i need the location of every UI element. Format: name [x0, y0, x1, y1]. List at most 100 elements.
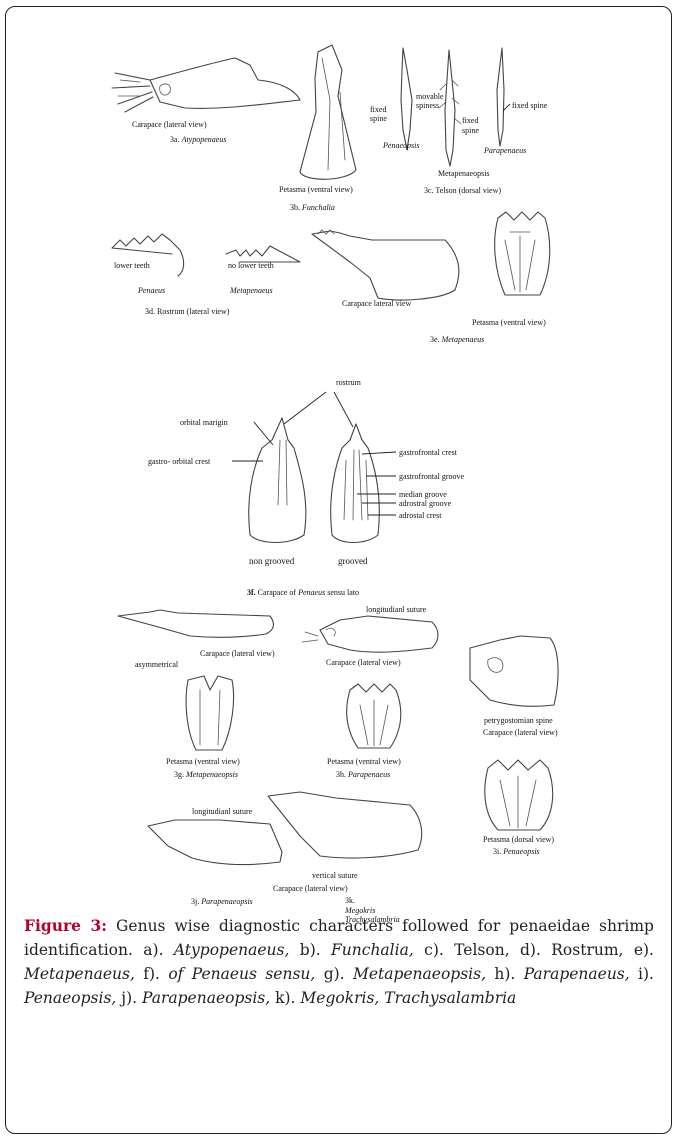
- label-3g-carapace: Carapace (lateral view): [200, 649, 275, 658]
- label-3h-suture: longitudianl suture: [366, 605, 427, 614]
- label-3f-caption-num: 3f.: [247, 588, 256, 597]
- label-3c-fixed2-b: spine: [462, 126, 479, 135]
- label-3j-genus: Parapenaeopsis: [200, 897, 253, 906]
- label-3h-num: 3h.: [336, 770, 346, 779]
- label-3b-genus: Funchalia: [301, 203, 335, 212]
- carapace-drawing-3i: [470, 636, 558, 706]
- label-3jk-vertical: vertical suture: [312, 871, 358, 880]
- figure-caption: Figure 3: Genus wise diagnostic characte…: [24, 914, 654, 1010]
- label-3d-no-lower: no lower teeth: [228, 261, 274, 270]
- label-3h: 3h.Parapenaeus: [336, 770, 390, 779]
- label-3f-caption: 3f. Carapace of Penaeus sensu lato: [247, 588, 359, 597]
- label-3d-genus-1: Penaeus: [137, 286, 165, 295]
- label-3d-lower: lower teeth: [114, 261, 150, 270]
- label-3g-genus: Metapenaeopsis: [185, 770, 238, 779]
- label-3c-fixed3: fixed spine: [512, 101, 548, 110]
- label-3f-median: median groove: [399, 490, 447, 499]
- label-3c-genus-2: Metapenaeopsis: [438, 169, 490, 178]
- label-3b: 3b.Funchalia: [290, 203, 335, 212]
- caption-genus-g: Metapenaeopsis,: [353, 965, 486, 983]
- label-3f-adrostral-groove: adrostral groove: [399, 499, 452, 508]
- label-3f-gf-crest: gastrofrontal crest: [399, 448, 458, 457]
- label-3a: 3a.Atypopenaeus: [170, 135, 226, 144]
- label-3f-grooved: grooved: [338, 556, 368, 566]
- caption-text-c: c). Telson, d). Rostrum, e).: [414, 941, 654, 959]
- caption-genus-i: Penaeopsis,: [24, 989, 116, 1007]
- label-3c-fixed2-a: fixed: [462, 116, 478, 125]
- label-3g-num: 3g.: [174, 770, 184, 779]
- label-3b-num: 3b.: [290, 203, 300, 212]
- label-3e-petasma: Petasma (ventral view): [472, 318, 546, 327]
- label-3h-carapace: Carapace (lateral view): [326, 658, 401, 667]
- label-3c-fixed-a: fixed: [370, 105, 386, 114]
- carapace-drawing-3a: [112, 58, 300, 112]
- label-3f-rostrum: rostrum: [336, 378, 362, 387]
- label-3e: 3e.Metapenaeus: [430, 335, 484, 344]
- caption-genus-e: Metapenaeus,: [24, 965, 135, 983]
- caption-text-i: i).: [630, 965, 654, 983]
- label-3a-view: Carapace (lateral view): [132, 120, 207, 129]
- label-3jk-carapace: Carapace (lateral view): [273, 884, 348, 893]
- carapace-drawing-3e: [312, 230, 459, 300]
- label-3e-num: 3e.: [430, 335, 440, 344]
- panel-3b: Petasma (ventral view) 3b.Funchalia: [279, 45, 356, 212]
- carapace-drawing-3g: [118, 610, 273, 637]
- label-3i-carapace: Carapace (lateral view): [483, 728, 558, 737]
- label-3d-genus-2: Metapenaeus: [229, 286, 273, 295]
- label-3h-petasma: Petasma (ventral view): [327, 757, 401, 766]
- petasma-drawing-3e: [495, 212, 550, 295]
- carapace-drawing-3j: [148, 820, 282, 865]
- panel-3c: fixed spine movable spiness fixed spine …: [370, 48, 548, 195]
- caption-text-h: h).: [486, 965, 524, 983]
- caption-genus-a: Atypopenaeus,: [174, 941, 290, 959]
- label-3f-adrostal-crest: adrostal crest: [399, 511, 442, 520]
- caption-genus-k: Megokris, Trachysalambria: [300, 989, 516, 1007]
- label-3e-genus: Metapenaeus: [441, 335, 485, 344]
- panel-3i: petrygostomian spine Carapace (lateral v…: [470, 636, 558, 856]
- label-3i-petasma: Petasma (dorsal view): [483, 835, 554, 844]
- label-3j: 3j.Parapenaeopsis: [191, 897, 253, 906]
- label-3f-caption-text-b: sensu lato: [325, 588, 359, 597]
- label-3j-num: 3j.: [191, 897, 199, 906]
- label-3c-movable-b: spiness: [416, 101, 439, 110]
- carapace-drawing-3f-grooved: [331, 424, 380, 543]
- label-3i-spine: petrygostomian spine: [484, 716, 553, 725]
- petasma-drawing-3g: [186, 676, 233, 750]
- caption-genus-b: Funchalia,: [331, 941, 414, 959]
- label-3f-gastro-orbital: gastro- orbital crest: [148, 457, 211, 466]
- label-3i: 3i.Penaeopsis: [493, 847, 540, 856]
- panel-3a: Carapace (lateral view) 3a.Atypopenaeus: [112, 58, 300, 144]
- panel-3g: Carapace (lateral view) asymmetrical Pet…: [118, 610, 275, 779]
- label-3k-num: 3k.: [345, 896, 355, 905]
- label-3h-genus: Parapenaeus: [347, 770, 390, 779]
- carapace-drawing-3f-non-grooved: [249, 418, 306, 543]
- caption-genus-j: Parapenaeopsis,: [142, 989, 270, 1007]
- caption-text-g: g).: [315, 965, 353, 983]
- label-3f-orbital: orbital marigin: [180, 418, 228, 427]
- label-3g-asym: asymmetrical: [135, 660, 179, 669]
- caption-text-k: k).: [270, 989, 300, 1007]
- label-3f-caption-genus: Penaeus: [297, 588, 325, 597]
- label-3i-num: 3i.: [493, 847, 501, 856]
- carapace-drawing-3k: [268, 792, 422, 858]
- panel-3h: longitudianl suture Carapace (lateral vi…: [302, 605, 438, 779]
- label-3i-genus: Penaeopsis: [502, 847, 539, 856]
- label-3g-petasma: Petasma (ventral view): [166, 757, 240, 766]
- label-3c-genus-1: Penaeopsis: [382, 141, 419, 150]
- label-3b-view: Petasma (ventral view): [279, 185, 353, 194]
- panel-3jk: longitudianl suture vertical suture Cara…: [148, 792, 422, 924]
- label-3a-num: 3a.: [170, 135, 180, 144]
- label-3c-movable-a: movable: [416, 92, 444, 101]
- label-3g: 3g.Metapenaeopsis: [174, 770, 238, 779]
- label-3a-genus: Atypopenaeus: [181, 135, 227, 144]
- petasma-drawing-3h: [347, 684, 401, 748]
- carapace-drawing-3h: [302, 616, 438, 652]
- label-3c-genus-3: Parapenaeus: [483, 146, 526, 155]
- label-3c-view: 3c. Telson (dorsal view): [424, 186, 501, 195]
- caption-genus-h: Parapenaeus,: [524, 965, 630, 983]
- figure-caption-label: Figure 3:: [24, 916, 107, 935]
- label-3f-non-grooved: non grooved: [249, 556, 295, 566]
- caption-genus-f: of Penaeus sensu,: [168, 965, 315, 983]
- caption-text-f: f).: [135, 965, 168, 983]
- label-3d-caption: 3d. Rostrum (lateral view): [145, 307, 230, 316]
